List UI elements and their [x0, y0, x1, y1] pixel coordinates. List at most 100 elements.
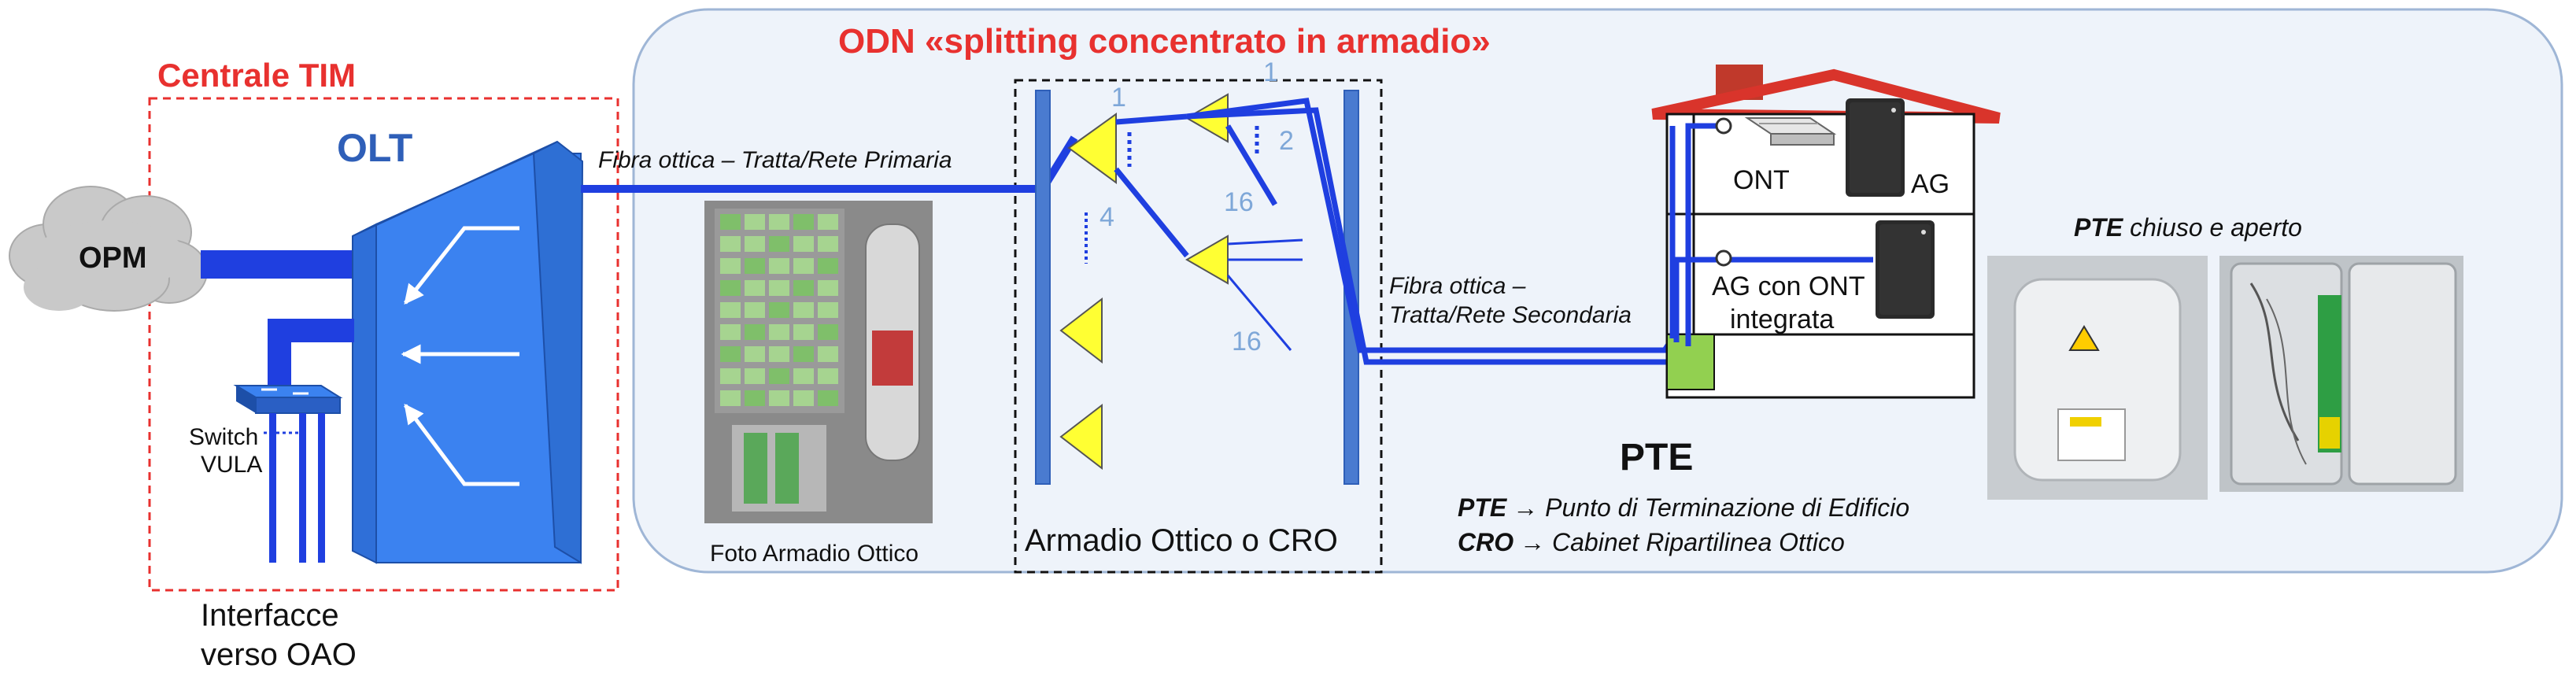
patch-panel-cell [720, 346, 741, 362]
secondary-fiber-label-line2: Tratta/Rete Secondaria [1389, 302, 1632, 328]
opm-olt-link [201, 250, 362, 279]
switch-vula [233, 385, 343, 414]
patch-panel-cell [793, 368, 814, 384]
patch-panel-cell [720, 236, 741, 252]
patch-panel-cell [818, 214, 838, 230]
patch-panel-cell [745, 258, 765, 274]
olt-label: OLT [337, 126, 412, 170]
patch-panel-cell [793, 302, 814, 318]
odn-title: ODN «splitting concentrato in armadio» [838, 22, 1491, 61]
patch-panel-cell [793, 214, 814, 230]
patch-panel-cell [793, 390, 814, 406]
patch-panel-cell [818, 236, 838, 252]
ont-label: ONT [1733, 165, 1790, 195]
pte-closed-photo [1987, 256, 2208, 500]
patch-panel-cell [769, 346, 789, 362]
oao-interface-1 [269, 413, 276, 563]
splitter-idle-2 [1059, 403, 1103, 471]
vula-label: VULA [201, 452, 262, 478]
patch-panel-cell [818, 346, 838, 362]
patch-panel-cell [745, 324, 765, 340]
legend-pte-abbr: PTE [1458, 493, 1508, 522]
patch-panel-cell [720, 324, 741, 340]
splitter-primary [1067, 113, 1117, 184]
ag-ont-label-line2: integrata [1730, 305, 1834, 334]
patch-panel-cell [769, 302, 789, 318]
port-number-idle-16: 16 [1232, 327, 1262, 356]
oao-interface-2 [299, 413, 306, 563]
switch-label: Switch [189, 424, 258, 450]
patch-panel-cell [769, 280, 789, 296]
port-number-secondary-2: 2 [1279, 126, 1294, 156]
legend-pte: PTE→ Punto di Terminazione di Edificio [1458, 493, 1909, 522]
patch-panel-cell [818, 280, 838, 296]
patch-panel-cell [793, 280, 814, 296]
ag-label: AG [1911, 169, 1950, 199]
legend-pte-text: → Punto di Terminazione di Edificio [1513, 493, 1909, 522]
patch-panel-cell [793, 324, 814, 340]
port-number-primary-1: 1 [1111, 83, 1126, 113]
patch-panel-cell [818, 302, 838, 318]
patch-panel-cell [769, 368, 789, 384]
cabinet-label: Armadio Ottico o CRO [1025, 523, 1338, 558]
oao-interface-3 [318, 413, 325, 563]
interfaces-label-line1: Interfacce [201, 598, 339, 633]
olt-device [352, 140, 584, 564]
patch-panel-cell [818, 258, 838, 274]
opm-cloud [9, 186, 208, 312]
patch-panel-cell [745, 280, 765, 296]
patch-panel-cell [818, 368, 838, 384]
central-office-label: Centrale TIM [157, 57, 356, 94]
port-number-secondary-16: 16 [1224, 187, 1254, 217]
legend-cro-abbr: CRO [1458, 528, 1513, 556]
splitter-idle-1 [1059, 297, 1103, 364]
pte-label: PTE [1620, 437, 1693, 478]
cabinet-photo-caption: Foto Armadio Ottico [710, 541, 918, 567]
patch-panel-cell [720, 214, 741, 230]
patch-panel-cell [720, 280, 741, 296]
ag-device [1846, 98, 1905, 197]
central-office-box [148, 97, 619, 592]
fiber-sec1-out-16 [1225, 124, 1278, 206]
patch-panel-cell [793, 258, 814, 274]
olt-switch-link-vertical [268, 319, 291, 386]
ont-device [1744, 117, 1837, 146]
patch-panel-cell [818, 390, 838, 406]
interfaces-label-line2: verso OAO [201, 637, 357, 672]
patch-panel-cell [745, 368, 765, 384]
secondary-fiber-label-line1: Fibra ottica – [1389, 273, 1526, 299]
house-fiber-ag-ont [1673, 257, 1873, 342]
socket-ag-ont [1715, 249, 1732, 267]
pte-photo-caption: PTE chiuso e aperto [2074, 213, 2302, 242]
cabinet-left-bar [1035, 90, 1051, 485]
patch-panel-cell [745, 214, 765, 230]
patch-panel-cell [769, 258, 789, 274]
cabinet-photo [704, 201, 933, 523]
patch-panel-cell [745, 390, 765, 406]
pte-photo-caption-rest: chiuso e aperto [2123, 213, 2302, 242]
legend-cro: CRO→ Cabinet Ripartilinea Ottico [1458, 528, 1845, 556]
patch-panel-cell [720, 390, 741, 406]
patch-panel-cell [745, 302, 765, 318]
patch-panel-cell [793, 236, 814, 252]
patch-panel-cell [769, 214, 789, 230]
fiber-sec2-out-a [1227, 238, 1303, 246]
pte-photo-caption-bold: PTE [2074, 213, 2124, 242]
house-fiber-ont [1685, 123, 1724, 346]
patch-panel-cell [745, 236, 765, 252]
fiber-primary-out-1 [1115, 113, 1188, 125]
patch-panel-cell [793, 346, 814, 362]
patch-panel-cell [720, 302, 741, 318]
fiber-primary-out-4 [1114, 167, 1189, 258]
legend-cro-text: → Cabinet Ripartilinea Ottico [1520, 528, 1845, 556]
ag-ont-device [1876, 220, 1935, 319]
patch-panel-cell [769, 324, 789, 340]
primary-fiber-label: Fibra ottica – Tratta/Rete Primaria [598, 147, 952, 173]
patch-panel-cell [769, 390, 789, 406]
ag-ont-label-line1: AG con ONT [1712, 271, 1865, 301]
patch-panel-cell [745, 346, 765, 362]
fiber-sec2-out-16 [1226, 275, 1292, 351]
opm-label: OPM [79, 242, 147, 275]
